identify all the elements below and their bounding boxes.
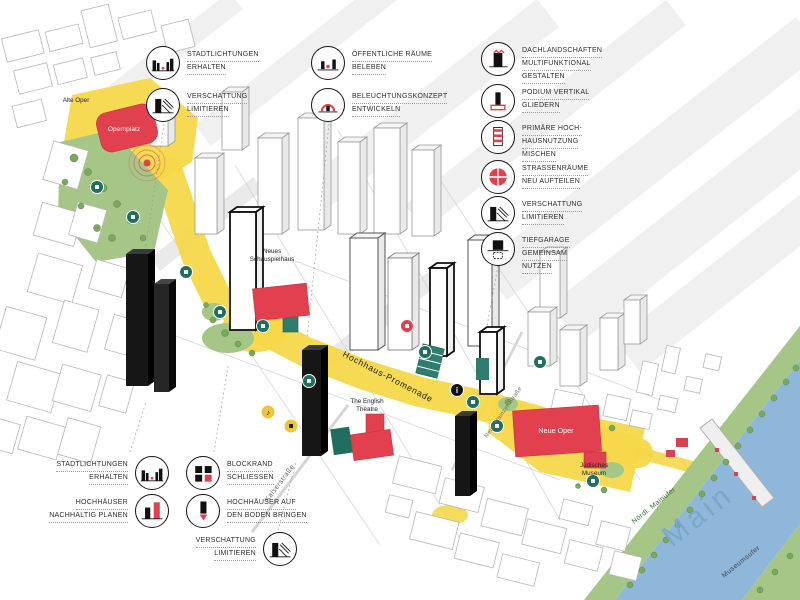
legend-item-hochhausnutzung: PRIMÄRE HOCH- HAUSNUTZUNG MISCHEN — [481, 120, 583, 162]
juedisches-museum-label: Jüdisches — [580, 462, 608, 469]
sustainable-tower-icon — [135, 494, 169, 528]
legend-item-strassenraeume: STRASSENRÄUME NEU AUFTEILEN — [481, 160, 589, 194]
legend-item-boden: HOCHHÄUSER AUF DEN BODEN BRINGEN — [186, 494, 307, 528]
mixed-use-icon — [481, 120, 515, 154]
legend-item-stadtlichtungen-b: STADTLICHTUNGEN ERHALTEN — [28, 456, 169, 490]
kaiserstrasse-building — [350, 429, 394, 461]
alte-oper-building — [96, 103, 158, 153]
lighting-concept-icon — [311, 88, 345, 122]
tower-shadow-bands — [110, 0, 800, 372]
svg-text:i: i — [456, 386, 458, 395]
juedisches-museum-building — [583, 451, 607, 469]
english-theatre-label: The English — [350, 398, 384, 405]
river-water — [615, 360, 800, 600]
north-riverbank — [584, 326, 800, 600]
legend-label: STADTLICHTUNGEN — [187, 49, 259, 62]
neues-schauspielhaus-label: Neues — [263, 248, 281, 255]
legend-item-oeffentliche-raeume: ÖFFENTLICHE RÄUME BELEBEN — [311, 46, 433, 80]
shading-limit-icon — [146, 88, 180, 122]
event-ripple-marker — [128, 144, 166, 182]
culture-badge — [400, 319, 414, 333]
ground-floor-icon — [186, 494, 220, 528]
neues-schauspielhaus-building — [252, 282, 310, 322]
legend-item-tiefgarage: TIEFGARAGE GEMEINSAM NUTZEN — [481, 232, 570, 274]
legend-item-podium: PODIUM VERTIKAL GLIEDERN — [481, 84, 590, 118]
poi-badge — [90, 180, 104, 194]
legend-item-dachlandschaften: DACHLANDSCHAFTEN MULTIFUNKTIONAL GESTALT… — [481, 42, 603, 84]
legend-item-nachhaltig: HOCHHÄUSER NACHHALTIG PLANEN — [28, 494, 169, 528]
neue-oper-building — [512, 404, 602, 458]
poi-badge — [490, 419, 504, 433]
city-clearings-icon — [135, 456, 169, 490]
poi-badge — [213, 305, 227, 319]
neue-oper-label: Neue Oper — [538, 426, 574, 435]
legend-item-beleuchtungskonzept: BELEUCHTUNGSKONZEPT ENTWICKELN — [311, 88, 448, 122]
public-spaces-icon — [311, 46, 345, 80]
podium-icon — [481, 84, 515, 118]
leader-lines — [129, 123, 499, 531]
poi-badge — [256, 319, 270, 333]
street-space-icon — [481, 160, 515, 194]
alte-oper-label: Alte Oper — [63, 97, 90, 104]
theatre-badge — [283, 418, 299, 434]
shared-garage-icon — [481, 232, 515, 266]
poi-badges: i ♪ — [90, 180, 600, 488]
opernplatz-label: Opernplatz — [108, 126, 140, 133]
bridgehead-building — [666, 450, 675, 457]
south-riverbank — [742, 524, 800, 600]
legend-item-verschattung-b: VERSCHATTUNG LIMITIEREN — [168, 532, 297, 566]
shading-limit-icon — [481, 196, 515, 230]
city-blocks — [0, 3, 723, 587]
red-buildings — [96, 103, 607, 469]
shading-limit-icon — [263, 532, 297, 566]
existing-towers — [148, 86, 649, 387]
poi-badge — [418, 345, 432, 359]
legend-item-verschattung-2: VERSCHATTUNG LIMITIEREN — [481, 196, 583, 230]
bridge — [699, 418, 775, 508]
poi-badge — [179, 265, 193, 279]
poi-badge — [586, 474, 600, 488]
poi-badge — [466, 395, 480, 409]
legend-item-blockrand: BLOCKRAND SCHLIESSEN — [186, 456, 274, 490]
legend-item-verschattung: VERSCHATTUNG LIMITIEREN — [146, 88, 248, 122]
poi-badge — [533, 355, 547, 369]
svg-text:Schauspielhaus: Schauspielhaus — [250, 256, 294, 263]
roofscape-icon — [481, 42, 515, 76]
legend-item-stadtlichtungen: STADTLICHTUNGEN ERHALTEN — [146, 46, 259, 80]
svg-text:Museum: Museum — [582, 470, 606, 477]
bridgehead-building — [676, 438, 688, 447]
svg-text:Theatre: Theatre — [356, 406, 378, 413]
info-badge: i — [450, 383, 464, 397]
city-clearings-icon — [146, 46, 180, 80]
black-towers — [126, 249, 477, 496]
block-edge-icon — [186, 456, 220, 490]
poi-badge — [126, 210, 140, 224]
music-badge: ♪ — [260, 404, 276, 420]
svg-text:♪: ♪ — [266, 408, 270, 417]
poi-badge — [302, 374, 316, 388]
main-river — [584, 326, 800, 600]
